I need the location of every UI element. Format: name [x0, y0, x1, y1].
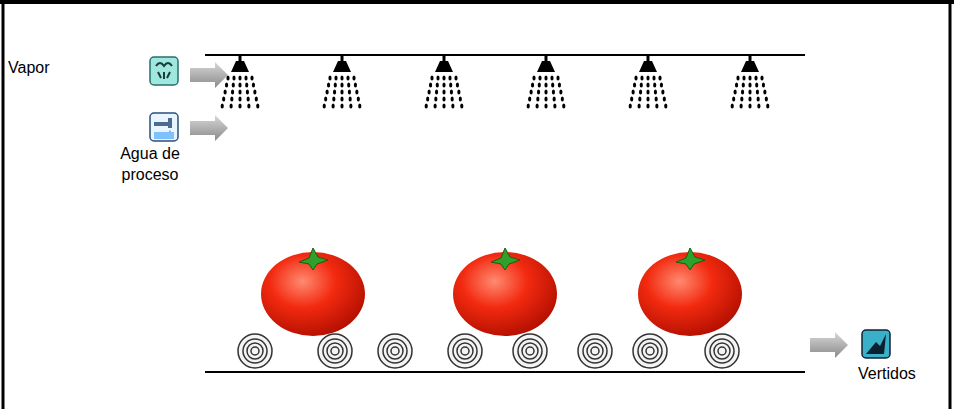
text-label: Vapor [8, 58, 88, 79]
drain-icon [862, 330, 890, 358]
steam-icon [150, 57, 178, 85]
frame-left [2, 0, 5, 409]
tomatoes [261, 248, 742, 336]
conveyor-rollers [238, 334, 739, 368]
text-label: Vertidos [858, 364, 942, 385]
frame-top [0, 0, 954, 4]
water-icon [150, 113, 178, 141]
inlet-arrow [190, 62, 228, 88]
text-label: Agua de proceso [110, 144, 190, 186]
outlet-arrow [810, 332, 848, 358]
spray-pipe [205, 54, 805, 56]
inlet-arrow [190, 115, 228, 141]
spray-nozzles [221, 55, 770, 109]
frame-right [949, 0, 952, 409]
conveyor-base [205, 371, 805, 373]
